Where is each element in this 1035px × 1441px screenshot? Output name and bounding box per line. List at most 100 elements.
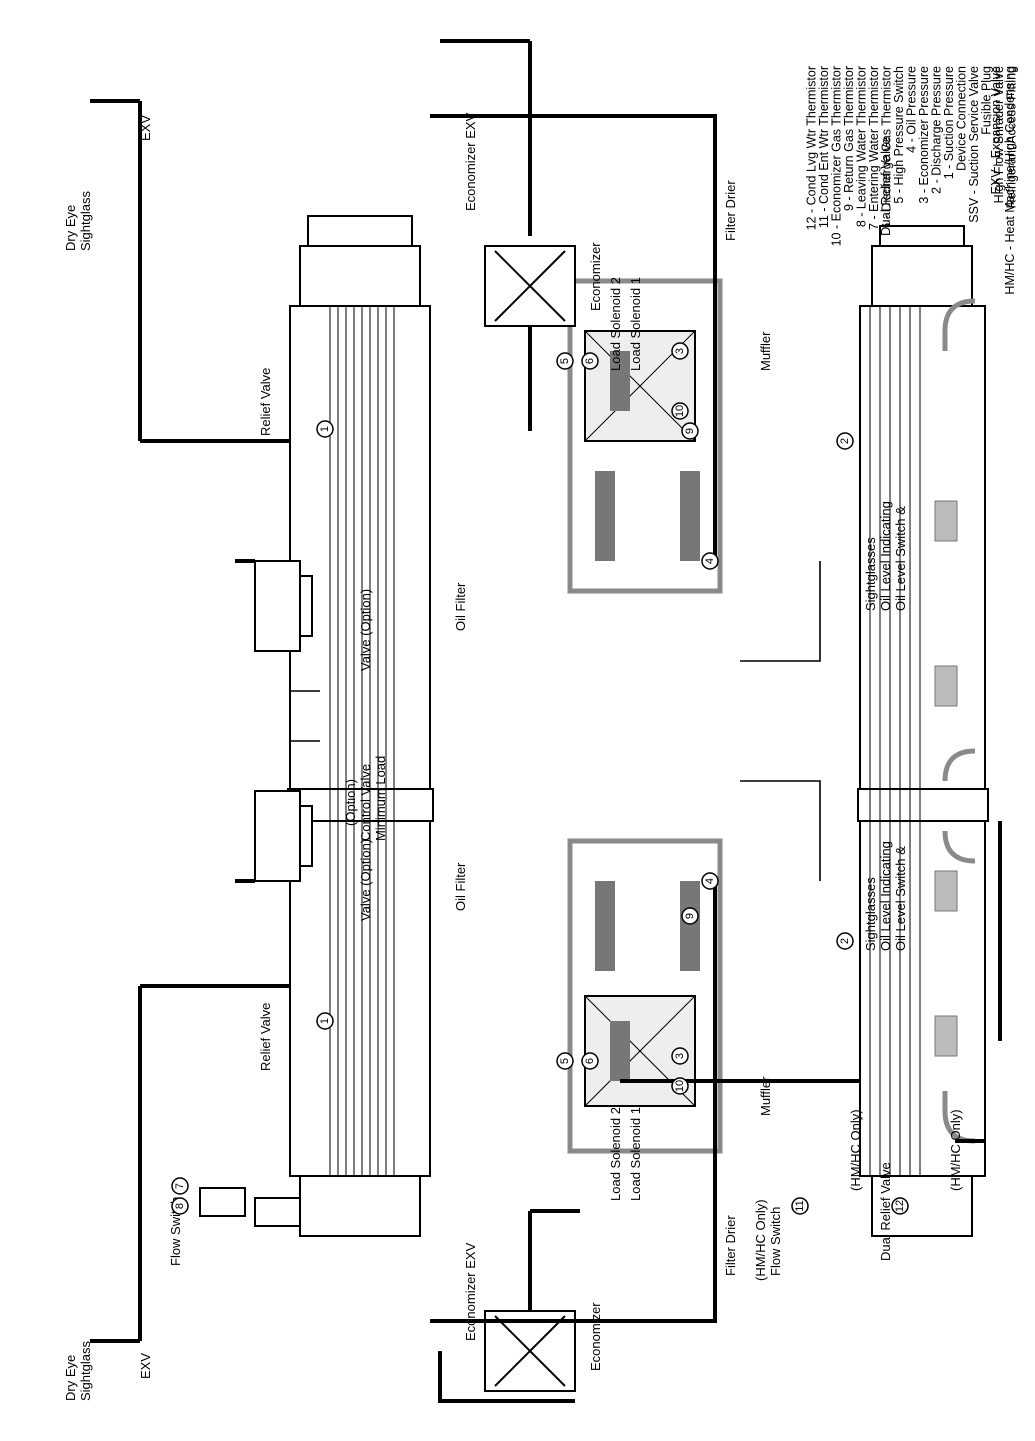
device-number-circle xyxy=(671,402,689,420)
device-number-circle xyxy=(671,1077,689,1095)
filter-drier-label-left: Filter Drier xyxy=(723,1215,738,1276)
device-number: 9 xyxy=(684,913,696,919)
baffle xyxy=(934,665,958,707)
dry-eye-label: Dry Eye xyxy=(63,1355,78,1401)
condenser-end-cap-right xyxy=(871,245,973,307)
legend: EXV - Expansion Valve HM/HC - Heat Machi… xyxy=(989,66,1017,295)
device-number: 2 xyxy=(839,938,851,944)
legend-line: 9 - Return Gas Thermistor xyxy=(842,66,856,211)
device-number-circle xyxy=(701,872,719,890)
legend-line: 11 - Cond Ent Wtr Thermistor xyxy=(817,66,831,228)
device-number: 10 xyxy=(674,405,686,417)
legend-line: 7 - Entering Water Thermistor xyxy=(867,66,881,230)
economizer-left xyxy=(484,1310,576,1392)
hmhc-only-label: (HM/HC Only) xyxy=(753,1199,768,1281)
device-number: 11 xyxy=(794,1200,806,1211)
compressor-left xyxy=(567,838,723,1154)
load-solenoid-1-label: Load Solenoid 1 xyxy=(628,1107,643,1201)
legend-line: 1 - Suction Pressure xyxy=(942,66,956,179)
oil-filter-label-left: Oil Filter xyxy=(453,862,468,911)
option-label: (Option) xyxy=(343,779,358,826)
exv-label-left: EXV xyxy=(138,1353,153,1379)
device-number: 5 xyxy=(559,1058,571,1064)
device-number-circle xyxy=(556,352,574,370)
device-number: 3 xyxy=(674,1053,686,1059)
device-number-circle xyxy=(171,1177,189,1195)
legend-line: 3 - Economizer Pressure xyxy=(917,66,931,204)
sightglasses-label-left: Sightglasses xyxy=(863,877,878,951)
device-number-circle xyxy=(681,422,699,440)
device-number: 4 xyxy=(704,558,716,564)
load-solenoid-1-label-right: Load Solenoid 1 xyxy=(628,277,643,371)
sightglasses-label-right: Sightglasses xyxy=(863,537,878,611)
valve-option-label-right: Valve (Option) xyxy=(358,589,373,671)
compressor-right xyxy=(567,278,723,594)
economizer-exv-label: Economizer EXV xyxy=(463,1242,478,1341)
device-number: 2 xyxy=(839,438,851,444)
load-solenoid-2-label: Load Solenoid 2 xyxy=(608,1107,623,1201)
compressor-housing xyxy=(567,278,723,594)
device-number-circle xyxy=(671,342,689,360)
cooler-end-cap-right xyxy=(299,245,421,307)
dual-relief-valve-label-left: Dual Relief Valve xyxy=(878,1162,893,1261)
device-number: 6 xyxy=(584,1058,596,1064)
condenser-head-right xyxy=(879,225,965,247)
dual-relief-valve-label-right: Dual Relief Valve xyxy=(878,137,893,236)
sightglass-label: Sightglass xyxy=(78,1341,93,1401)
piping xyxy=(90,39,1002,1403)
muffler-label-left: Muffler xyxy=(758,1076,773,1116)
flow-switch-label-top: Flow Switch xyxy=(768,1207,783,1276)
device-number: 10 xyxy=(674,1080,686,1092)
muffler-label-right: Muffler xyxy=(758,331,773,371)
legend-line: 6 - Discharge Gas Thermistor xyxy=(880,66,894,230)
legend-line: 5 - High Pressure Switch xyxy=(892,66,906,204)
legend-line: 10 - Economizer Gas Thermistor xyxy=(830,66,844,246)
device-number: 6 xyxy=(584,358,596,364)
device-number: 7 xyxy=(174,1183,186,1189)
sightglass-label-right: Sightglass xyxy=(78,191,93,251)
top-condenser xyxy=(857,225,989,1237)
device-number-circle xyxy=(671,1047,689,1065)
oil-separator-elbow xyxy=(942,298,976,351)
economizer-right xyxy=(484,245,576,327)
baffle xyxy=(934,500,958,542)
legend-line: SSV - Suction Service Valve xyxy=(967,66,981,223)
device-number-circle xyxy=(791,1197,809,1215)
condenser-divider xyxy=(857,788,989,822)
hmhc-only-label-12: (HM/HC Only) xyxy=(948,1109,963,1191)
device-number: 1 xyxy=(319,1018,331,1024)
suction-nozzle xyxy=(254,560,301,652)
labels: Economizer Economizer Economizer EXV Eco… xyxy=(63,112,963,1401)
oil-level-sightglasses-label-right: Oil Level Indicating xyxy=(878,501,893,611)
condenser-end-cap-left xyxy=(871,1175,973,1237)
device-number-circle xyxy=(316,420,334,438)
device-number: 3 xyxy=(674,348,686,354)
baffle xyxy=(934,1015,958,1057)
oil-level-switch-label-left: Oil Level Switch & xyxy=(893,846,908,951)
valve-option-label-left: Valve (Option) xyxy=(358,839,373,921)
legend-line: 4 - Oil Pressure xyxy=(905,66,919,153)
device-number-circle xyxy=(171,1197,189,1215)
device-number-circle xyxy=(581,352,599,370)
oil-separator-elbow xyxy=(942,830,976,864)
economizer-label-left: Economizer xyxy=(588,1302,603,1371)
legend-line: 2 - Discharge Pressure xyxy=(930,66,944,194)
economizer-exv-label-right: Economizer EXV xyxy=(463,112,478,211)
control-valve-label: Control Valve xyxy=(358,764,373,841)
bottom-cooler xyxy=(199,215,434,1237)
baffle xyxy=(934,870,958,912)
economizer-label-right: Economizer xyxy=(588,242,603,311)
exv-label-right: EXV xyxy=(138,115,153,141)
device-number-circle xyxy=(836,932,854,950)
oil-level-switch-label-right: Oil Level Switch & xyxy=(893,506,908,611)
load-solenoid-2-label-right: Load Solenoid 2 xyxy=(608,277,623,371)
relief-valve-label-right: Relief Valve xyxy=(258,368,273,436)
legend-line: 8 - Leaving Water Thermistor xyxy=(855,66,869,227)
device-number-circle xyxy=(581,1052,599,1070)
legend-line: 12 - Cond Lvg Wtr Thermistor xyxy=(805,66,819,230)
device-number-circle xyxy=(681,907,699,925)
